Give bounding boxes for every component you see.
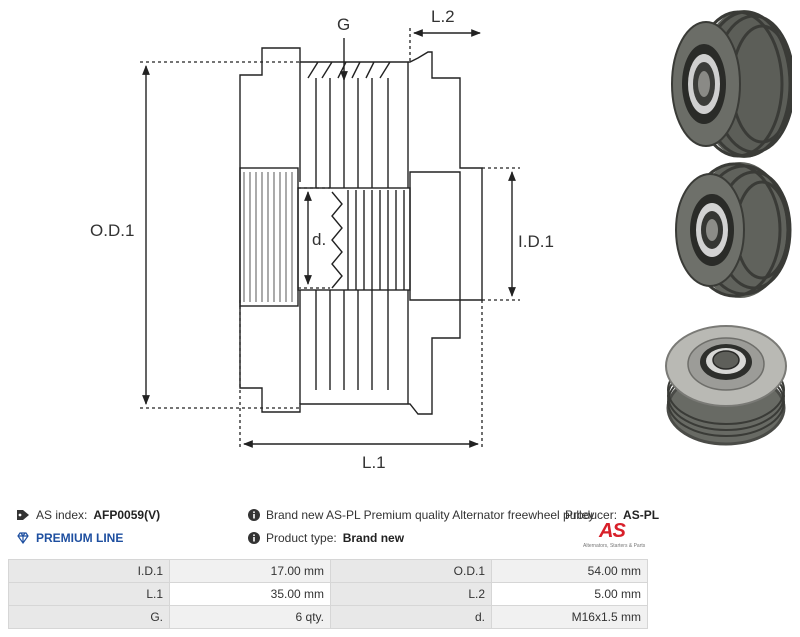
spec-value: 5.00 mm (491, 582, 648, 606)
tag-icon (17, 510, 29, 520)
spec-key: d. (330, 605, 492, 629)
spec-key: I.D.1 (8, 559, 170, 583)
spec-key: L.1 (8, 582, 170, 606)
label-g: G (337, 15, 350, 34)
info-icon (248, 532, 260, 544)
description-row: Brand new AS-PL Premium quality Alternat… (248, 508, 594, 522)
spec-value: 17.00 mm (169, 559, 331, 583)
as-index-row: AS index: AFP0059(V) (16, 508, 160, 522)
premium-line-badge: PREMIUM LINE (16, 531, 123, 545)
description-text: Brand new AS-PL Premium quality Alternat… (266, 508, 595, 522)
label-l1: L.1 (362, 453, 386, 472)
logo-mark: AS (599, 520, 626, 542)
extension-lines (140, 28, 520, 448)
table-row: G. 6 qty. d. M16x1.5 mm (8, 605, 648, 629)
as-index-value: AFP0059(V) (93, 508, 161, 522)
premium-line-label: PREMIUM LINE (36, 531, 124, 545)
spec-key: O.D.1 (330, 559, 492, 583)
pulley-photo-angled (675, 162, 792, 298)
producer-label: Producer: (565, 508, 618, 522)
label-id1: I.D.1 (518, 232, 554, 251)
spec-value: 6 qty. (169, 605, 331, 629)
pulley-outline (239, 47, 483, 415)
pulley-photo-front (671, 10, 792, 158)
as-pl-logo: AS Alternators, Starters & Parts (583, 520, 649, 552)
spec-value: 54.00 mm (491, 559, 648, 583)
diamond-icon (17, 532, 29, 544)
label-l2: L.2 (431, 7, 455, 26)
spec-value: M16x1.5 mm (491, 605, 648, 629)
info-icon (248, 509, 260, 521)
technical-drawing: G L.2 O.D.1 d. I.D.1 L.1 (90, 7, 554, 472)
spec-value: 35.00 mm (169, 582, 331, 606)
table-row: L.1 35.00 mm L.2 5.00 mm (8, 582, 648, 606)
product-type-label: Product type: (266, 531, 337, 545)
as-index-label: AS index: (36, 508, 88, 522)
product-type-value: Brand new (342, 531, 405, 545)
logo-tagline: Alternators, Starters & Parts (583, 543, 646, 549)
table-row: I.D.1 17.00 mm O.D.1 54.00 mm (8, 559, 648, 583)
spline-hatch (243, 172, 293, 302)
spec-key: L.2 (330, 582, 492, 606)
producer-value: AS-PL (623, 508, 660, 522)
label-d: d. (312, 230, 326, 249)
label-od1: O.D.1 (90, 221, 134, 240)
pulley-photo-back (665, 325, 787, 446)
specs-table: I.D.1 17.00 mm O.D.1 54.00 mm L.1 35.00 … (8, 559, 648, 629)
spec-key: G. (8, 605, 170, 629)
product-type-row: Product type: Brand new (248, 531, 404, 545)
producer-row: Producer: AS-PL (565, 508, 659, 522)
dimension-arrows (142, 29, 516, 448)
